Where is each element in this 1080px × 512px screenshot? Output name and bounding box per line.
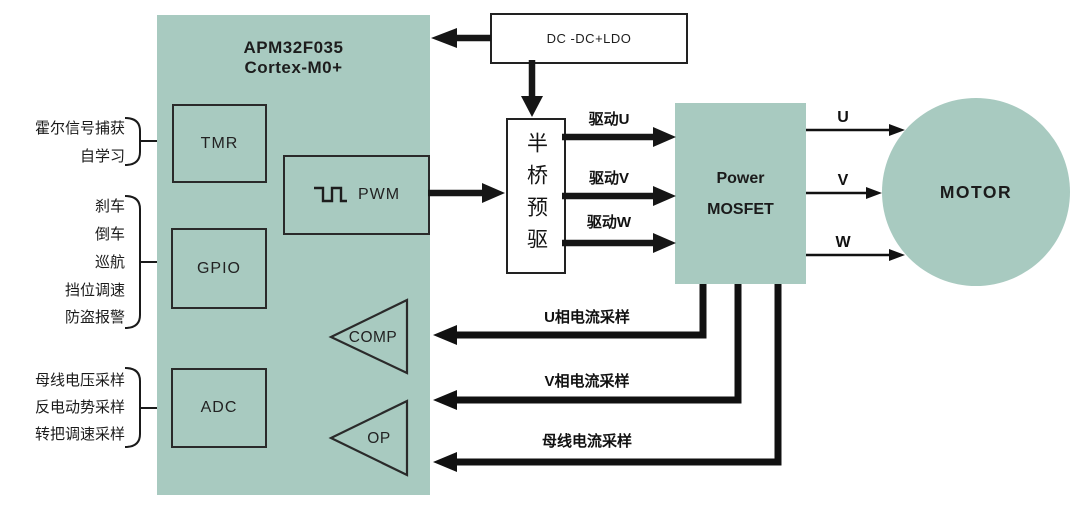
feedback-u-head (433, 325, 457, 345)
arrow-dc-to-mcu-head (431, 28, 457, 48)
drive-u-label: 驱动U (588, 111, 630, 128)
arrow-drive-u-head (653, 127, 676, 147)
gpio-box: GPIO (171, 228, 267, 309)
gpio-label: GPIO (196, 259, 241, 277)
feedback-u-current-label: U相电流采样 (544, 309, 630, 326)
tmr-box: TMR (172, 104, 267, 183)
input-gear-speed: 挡位调速 (64, 282, 125, 299)
mosfet-label-line2: MOSFET (707, 200, 774, 218)
tmr-label: TMR (200, 134, 239, 152)
comp-label: COMP (348, 329, 398, 346)
predriver-label: 半桥预驱 (524, 132, 548, 260)
tmr-group-bracket (124, 117, 141, 166)
power-mosfet-block: Power MOSFET (675, 103, 806, 284)
motor-label: MOTOR (939, 181, 1013, 202)
phase-w-label: W (835, 234, 851, 251)
pwm-label: PWM (357, 186, 401, 203)
input-self-learning: 自学习 (79, 148, 125, 165)
mosfet-label-line1: Power (716, 169, 765, 187)
drive-v-label: 驱动V (588, 170, 629, 187)
mcu-title: APM32F035 Cortex-M0+ (157, 38, 430, 78)
input-brackets (124, 117, 157, 448)
motor-circle: MOTOR (882, 98, 1070, 286)
input-throttle-sample: 转把调速采样 (34, 426, 125, 443)
arrow-drive-w-head (653, 233, 676, 253)
adc-label: ADC (200, 399, 238, 416)
gpio-group-bracket (124, 195, 141, 329)
pwm-waveform-icon (313, 186, 347, 203)
feedback-v-head (433, 390, 457, 410)
feedback-bus-current-label: 母线电流采样 (541, 433, 632, 450)
feedback-v-current-label: V相电流采样 (544, 373, 630, 390)
arrow-dc-to-predriver-head (521, 96, 543, 117)
input-bus-voltage-sample: 母线电压采样 (34, 372, 125, 389)
drive-w-label: 驱动W (586, 214, 632, 231)
dc-dc-ldo-label: DC -DC+LDO (546, 31, 632, 46)
adc-group-bracket (124, 367, 141, 448)
arrow-drive-v-head (653, 186, 676, 206)
adc-box: ADC (171, 368, 267, 448)
feedback-arrowheads (433, 325, 457, 472)
op-label: OP (367, 430, 391, 447)
phase-v-label: V (837, 172, 849, 189)
feedback-bus-head (433, 452, 457, 472)
pwm-box: PWM (283, 155, 430, 235)
input-back-emf-sample: 反电动势采样 (34, 399, 125, 416)
phase-v-head (866, 187, 882, 199)
input-cruise: 巡航 (94, 254, 125, 271)
input-reverse: 倒车 (94, 226, 125, 243)
phase-u-label: U (837, 109, 849, 126)
arrow-pwm-to-predriver-head (482, 183, 505, 203)
input-anti-theft-alarm: 防盗报警 (64, 309, 125, 326)
predriver-box: 半桥预驱 (506, 118, 566, 274)
input-hall-capture: 霍尔信号捕获 (34, 120, 125, 137)
mcu-title-line1: APM32F035 (243, 38, 344, 57)
input-brake: 刹车 (94, 198, 125, 215)
mcu-title-line2: Cortex-M0+ (244, 58, 343, 77)
dc-dc-ldo-box: DC -DC+LDO (490, 13, 688, 64)
